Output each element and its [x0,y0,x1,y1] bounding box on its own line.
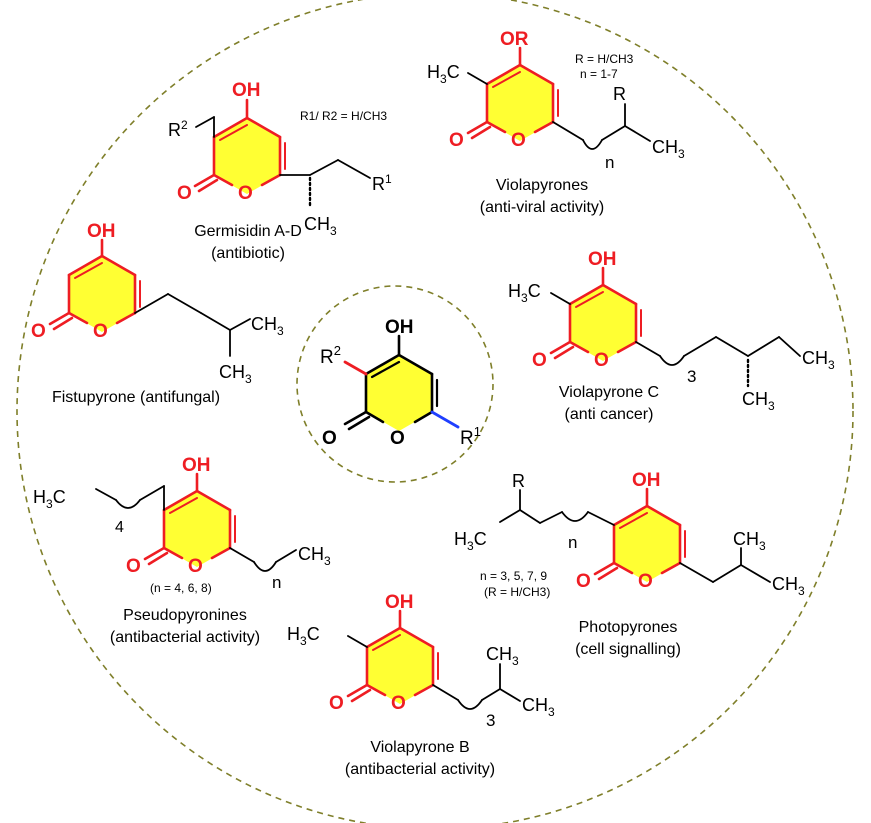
svg-text:CH3: CH3 [652,137,685,161]
photopyrones-note-n: n = 3, 5, 7, 9 [480,569,547,583]
pseudopyronines-activity: (antibacterial activity) [110,629,260,646]
svg-text:CH3: CH3 [251,314,284,338]
violapyrone-b-name: Violapyrone B [370,739,469,756]
svg-text:n: n [605,153,614,172]
violapyrone-b-activity: (antibacterial activity) [345,761,495,778]
svg-text:O: O [532,350,547,371]
svg-text:H3C: H3C [508,281,541,305]
svg-text:O: O [188,556,203,577]
svg-text:O: O [31,321,46,342]
svg-text:O: O [576,571,591,592]
svg-text:R1: R1 [372,172,392,194]
svg-text:H3C: H3C [33,487,66,511]
pseudopyronines-structure: OH O O H3C 4 CH3 n (n = 4, 6, 8) Pseudop… [33,455,331,646]
svg-text:CH3: CH3 [219,362,252,386]
svg-text:n: n [568,533,577,552]
violapyrones-activity: (anti-viral activity) [480,199,604,216]
pseudopyronines-name: Pseudopyronines [123,607,247,624]
svg-text:OH: OH [182,455,211,476]
svg-text:O: O [511,130,526,151]
core-carbonyl-oxygen: O [322,428,337,449]
svg-text:4: 4 [115,519,124,536]
svg-text:O: O [238,183,253,204]
svg-text:OH: OH [87,221,116,242]
violapyrones-name: Violapyrones [496,177,588,194]
photopyrones-name: Photopyrones [579,619,678,636]
svg-text:O: O [177,183,192,204]
svg-text:3: 3 [486,711,495,730]
svg-text:R: R [613,84,626,104]
violapyrone-c-activity: (anti cancer) [565,406,654,423]
core-ring-oxygen: O [390,428,405,449]
pseudopyronines-note: (n = 4, 6, 8) [150,581,212,595]
core-oh-label: OH [385,317,414,338]
svg-text:O: O [93,321,108,342]
violapyrones-note-r: R = H/CH3 [575,52,634,66]
violapyrones-note-n: n = 1-7 [580,67,618,81]
photopyrones-note-r: (R = H/CH3) [484,585,550,599]
svg-text:CH3: CH3 [486,644,519,668]
svg-text:O: O [391,693,406,714]
photopyrones-structure: OH O O R H3C n CH3 CH3 n = 3, 5, 7, 9 (R… [454,470,805,658]
svg-text:R: R [512,471,525,491]
svg-text:CH3: CH3 [802,348,835,372]
core-ring-fill [366,355,432,431]
outer-dashed-circle [16,0,854,823]
fistupyrone-structure: OH O O CH3 CH3 Fistupyrone (antifungal) [31,221,284,406]
svg-text:O: O [594,350,609,371]
svg-text:CH3: CH3 [733,529,766,553]
svg-text:CH3: CH3 [772,574,805,598]
germicidin-structure: OH O O R2 R1 CH3 R1/ R2 = H/CH3 Germisid… [168,80,392,262]
photopyrones-activity: (cell signalling) [575,641,681,658]
core-scaffold: OH O O R2 R1 [320,317,481,449]
violapyrone-c-structure: OH O O H3C 3 CH3 CH3 Violapyrone C (anti… [508,249,835,423]
svg-text:CH3: CH3 [304,214,337,238]
svg-text:CH3: CH3 [298,544,331,568]
violapyrone-b-structure: OH O O H3C 3 CH3 CH3 Violapyrone B (anti… [287,592,555,778]
inner-dashed-circle [296,285,494,483]
svg-text:3: 3 [687,367,696,386]
svg-text:O: O [329,693,344,714]
svg-text:OH: OH [588,249,617,270]
svg-text:n: n [272,573,281,592]
germicidin-activity: (antibiotic) [211,245,285,262]
svg-text:CH3: CH3 [522,695,555,719]
svg-text:OH: OH [385,592,414,613]
svg-text:O: O [126,556,141,577]
violapyrones-structure: OR O O H3C R CH3 n R = H/CH3 n = 1-7 Vio… [427,29,685,216]
germicidin-note: R1/ R2 = H/CH3 [300,109,387,123]
svg-text:OR: OR [500,29,529,50]
svg-text:H3C: H3C [427,62,460,86]
svg-text:O: O [638,571,653,592]
germicidin-name: Germisidin A-D [194,223,302,240]
svg-text:R2: R2 [168,118,188,140]
svg-text:H3C: H3C [287,624,320,648]
svg-text:OH: OH [232,80,261,101]
svg-text:OH: OH [632,470,661,491]
svg-text:H3C: H3C [454,529,487,553]
svg-text:O: O [449,130,464,151]
svg-text:CH3: CH3 [742,389,775,413]
core-r2-label: R2 [320,343,341,368]
core-r1-label: R1 [460,424,481,449]
violapyrone-c-name: Violapyrone C [559,384,659,401]
fistupyrone-name: Fistupyrone (antifungal) [52,389,220,406]
